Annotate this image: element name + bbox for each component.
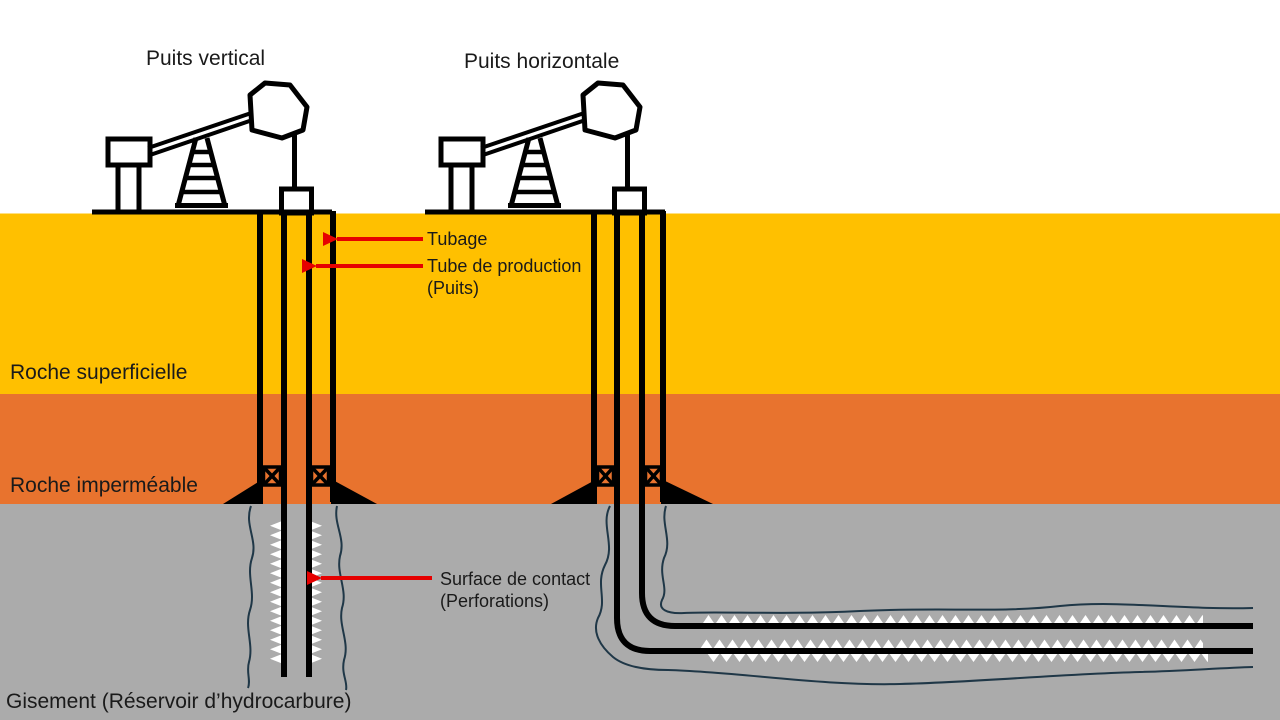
perforations-vertical-left: [270, 521, 282, 663]
label-surface-rock: Roche superficielle: [10, 361, 188, 384]
label-casing: Tubage: [427, 229, 488, 249]
fracture-line: [594, 505, 1254, 686]
label-reservoir: Gisement (Réservoir d’hydrocarbure): [6, 690, 352, 713]
vertical-well: [223, 186, 377, 677]
annotation-arrows: [302, 232, 432, 585]
perforations-horizontal-lower-bottom: [707, 653, 1208, 662]
perforations-vertical-right: [310, 521, 322, 663]
label-contact-surface-line1: Surface de contact: [440, 569, 591, 589]
production-tube-curve-upper: [639, 211, 1253, 629]
packer-seal-left: [261, 465, 283, 487]
casing-shoe-right: [661, 479, 713, 504]
packer-seal-right: [643, 465, 664, 487]
horizontal-well: [551, 186, 1253, 654]
label-production-tube: Tube de production (Puits): [427, 255, 581, 299]
perforations-horizontal-upper: [702, 615, 1203, 625]
perforations-horizontal-lower-top: [700, 639, 1203, 649]
packer-seal-right: [309, 465, 331, 487]
wellhead-box: [279, 186, 314, 216]
fracture-line: [335, 505, 348, 691]
packer-seal-left: [595, 465, 616, 487]
fracture-lines: [247, 505, 1254, 691]
casing-shoe-left: [223, 479, 263, 504]
label-contact-surface: Surface de contact (Perforations): [440, 568, 590, 612]
label-impermeable-rock: Roche imperméable: [10, 474, 198, 497]
fracture-line: [660, 505, 1254, 615]
label-production-tube-line2: (Puits): [427, 278, 480, 298]
casing-shoe-left: [551, 479, 597, 504]
label-contact-surface-line2: (Perforations): [440, 591, 550, 611]
label-production-tube-line1: Tube de production: [427, 256, 582, 276]
production-tube-curve-lower: [614, 211, 1253, 654]
fracture-line: [247, 505, 255, 689]
casing-shoe-right: [331, 479, 377, 504]
title-horizontal-well: Puits horizontale: [464, 50, 620, 73]
wellhead-box: [612, 186, 647, 216]
title-vertical-well: Puits vertical: [146, 47, 266, 70]
